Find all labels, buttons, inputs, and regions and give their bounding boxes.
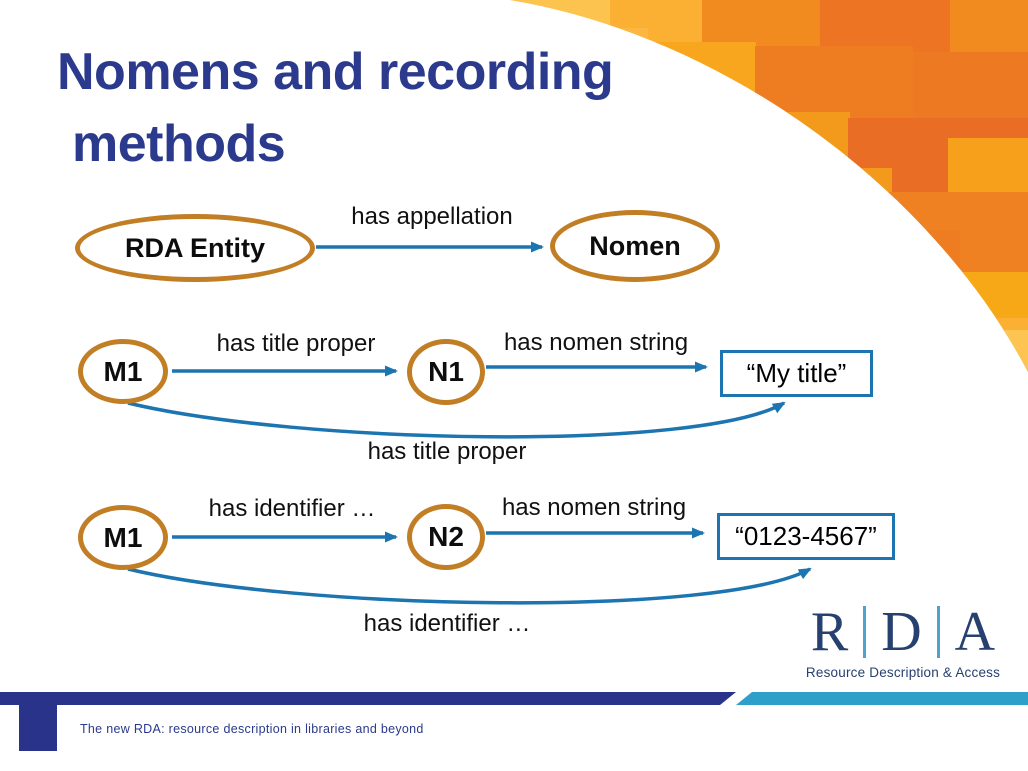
rda-logo-letter-r: R bbox=[810, 601, 849, 663]
node-m1-row2-label: M1 bbox=[103, 355, 143, 387]
value-my-title: “My title” bbox=[746, 358, 847, 388]
slide-title-line1: Nomens and recording bbox=[57, 43, 614, 101]
rda-logo: R D A Resource Description & Access bbox=[804, 604, 1002, 680]
slide-title-line2: methods bbox=[72, 115, 286, 173]
node-n1: N1 bbox=[407, 339, 485, 405]
node-n1-label: N1 bbox=[428, 356, 464, 387]
label-has-nomen-string-row2: has nomen string bbox=[503, 329, 689, 356]
node-rda-entity: RDA Entity bbox=[75, 214, 315, 282]
value-identifier: “0123-4567” bbox=[735, 521, 877, 551]
rda-logo-tagline: Resource Description & Access bbox=[805, 665, 1001, 680]
label-swoosh-has-title-proper: has title proper bbox=[367, 438, 527, 465]
swoosh-has-title-proper bbox=[127, 401, 786, 439]
node-nomen-label: Nomen bbox=[589, 230, 681, 261]
value-box-identifier: “0123-4567” bbox=[717, 513, 895, 560]
node-n2: N2 bbox=[407, 504, 485, 570]
label-has-appellation: has appellation bbox=[351, 203, 513, 230]
slide-title: Nomens and recording methods bbox=[57, 36, 614, 180]
rda-logo-letter-a: A bbox=[954, 601, 996, 663]
footer-bar-light-blue bbox=[736, 692, 1028, 705]
label-has-nomen-string-row3: has nomen string bbox=[501, 494, 687, 521]
swoosh-has-identifier bbox=[127, 567, 812, 605]
node-n2-label: N2 bbox=[428, 521, 464, 552]
value-box-my-title: “My title” bbox=[720, 350, 873, 397]
rda-logo-letters: R D A bbox=[804, 604, 1002, 660]
node-rda-entity-label: RDA Entity bbox=[125, 232, 265, 263]
node-nomen: Nomen bbox=[550, 210, 720, 282]
node-m1-row3-label: M1 bbox=[103, 521, 143, 553]
footer-text: The new RDA: resource description in lib… bbox=[80, 722, 424, 736]
logo-separator-2 bbox=[936, 606, 940, 658]
node-m1-row3: M1 bbox=[78, 505, 168, 570]
footer-left-square bbox=[19, 692, 57, 751]
rda-logo-letter-d: D bbox=[881, 601, 922, 663]
label-swoosh-has-identifier: has identifier … bbox=[363, 610, 531, 637]
logo-separator-1 bbox=[863, 606, 867, 658]
node-m1-row2: M1 bbox=[78, 339, 168, 404]
footer-bar-navy bbox=[0, 692, 736, 705]
label-has-identifier: has identifier … bbox=[208, 495, 376, 522]
label-has-title-proper: has title proper bbox=[216, 330, 376, 357]
